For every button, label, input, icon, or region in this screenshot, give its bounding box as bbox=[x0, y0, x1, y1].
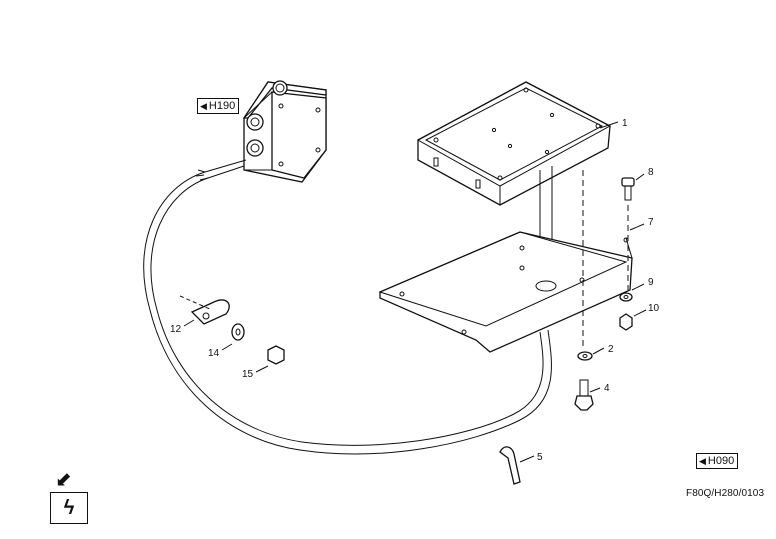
nut-10 bbox=[619, 313, 633, 331]
junction-box bbox=[242, 80, 327, 183]
callout-15: 15 bbox=[242, 369, 254, 380]
nut-15 bbox=[267, 345, 285, 365]
reference-tag-h190[interactable]: ◀ H190 bbox=[197, 98, 240, 114]
callout-5: 5 bbox=[537, 452, 543, 463]
alignment-lines bbox=[582, 170, 629, 350]
callout-9: 9 bbox=[648, 277, 654, 288]
arrow-down-left-icon: ⬋ bbox=[55, 469, 72, 491]
callout-1: 1 bbox=[622, 118, 628, 129]
callout-12: 12 bbox=[170, 324, 182, 335]
callout-14: 14 bbox=[208, 348, 220, 359]
bolt-8 bbox=[621, 177, 635, 201]
lightning-bolt-icon: ϟ bbox=[50, 492, 88, 524]
reference-label: H090 bbox=[707, 454, 735, 467]
leader-lines bbox=[183, 121, 647, 463]
arrow-left-icon: ◀ bbox=[200, 100, 207, 111]
reference-label: H190 bbox=[208, 99, 236, 112]
callout-4: 4 bbox=[604, 383, 610, 394]
washer-9 bbox=[619, 292, 633, 302]
drawing-code: F80Q/H280/0103 bbox=[686, 488, 765, 499]
callout-8: 8 bbox=[648, 167, 654, 178]
callout-10: 10 bbox=[648, 303, 660, 314]
bracket bbox=[378, 231, 633, 353]
reference-tag-h090[interactable]: ◀ H090 bbox=[696, 453, 739, 469]
washer-2 bbox=[577, 351, 593, 361]
washer-14 bbox=[231, 323, 245, 341]
callout-7: 7 bbox=[648, 217, 654, 228]
cable bbox=[143, 159, 552, 455]
callout-2: 2 bbox=[608, 344, 614, 355]
cable-tie-5 bbox=[499, 446, 521, 485]
arrow-left-icon: ◀ bbox=[699, 455, 706, 466]
clip-12 bbox=[190, 299, 230, 325]
bolt-4 bbox=[574, 379, 594, 411]
